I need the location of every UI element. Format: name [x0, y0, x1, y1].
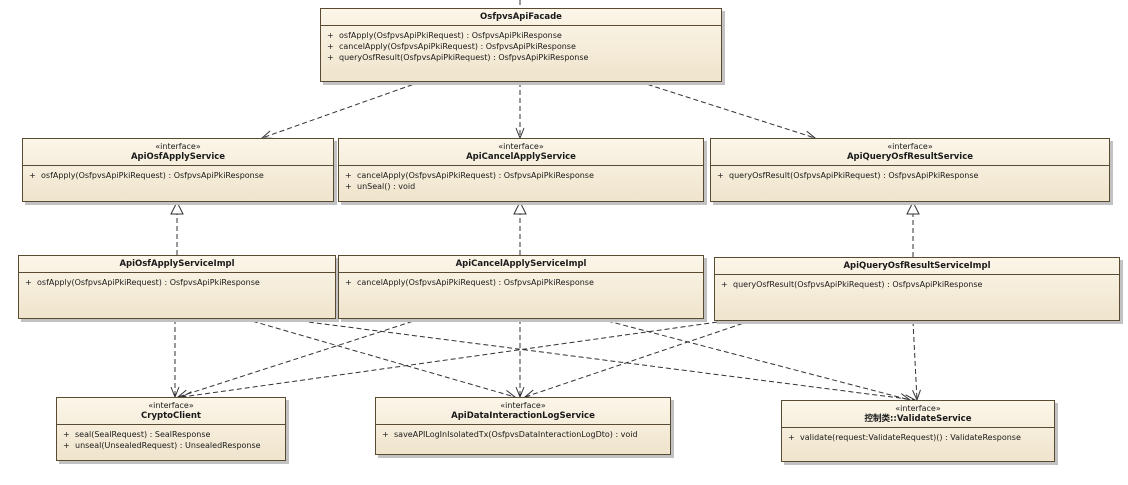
stereotype-label: «interface» — [155, 142, 201, 151]
dependency-query_impl-to-log — [525, 320, 751, 397]
operation-row: + unseal(UnsealedRequest) : UnsealedRespo… — [63, 440, 279, 451]
class-header: «interface»ApiCancelApplyService — [339, 139, 703, 166]
dependency-apply_impl-to-log — [244, 318, 515, 397]
class-name: ApiOsfApplyServiceImpl — [119, 259, 235, 269]
operations-compartment: + osfApply(OsfpvsApiPkiRequest) : OsfpvsA… — [321, 26, 721, 65]
class-osfpvs-api-facade[interactable]: OsfpvsApiFacade + osfApply(OsfpvsApiPkiReq… — [320, 8, 722, 82]
visibility-marker: + — [721, 280, 728, 289]
class-name: ApiDataInteractionLogService — [451, 411, 595, 421]
operation-signature: seal(SealRequest) : SealResponse — [75, 430, 211, 439]
class-api-query-osf-result-service-impl[interactable]: ApiQueryOsfResultServiceImpl + queryOsfRes… — [714, 257, 1120, 321]
operation-row: + saveAPILogInIsolatedTx(OsfpvsDataIntera… — [382, 429, 664, 440]
stereotype-label: «interface» — [500, 401, 546, 410]
class-api-osf-apply-service-impl[interactable]: ApiOsfApplyServiceImpl + osfApply(OsfpvsAp… — [18, 255, 336, 319]
dependency-query_impl-to-validate — [913, 320, 917, 400]
class-header: «interface»CryptoClient — [57, 398, 285, 425]
visibility-marker: + — [327, 31, 334, 40]
dependency-cancel_impl-to-validate — [599, 318, 910, 400]
visibility-marker: + — [327, 42, 334, 51]
class-header: «interface»ApiQueryOsfResultService — [711, 139, 1109, 166]
operation-signature: unSeal() : void — [357, 182, 416, 191]
visibility-marker: + — [345, 182, 352, 191]
operation-row: + queryOsfResult(OsfpvsApiPkiRequest) : O… — [327, 52, 715, 63]
operation-signature: osfApply(OsfpvsApiPkiRequest) : OsfpvsAp… — [37, 278, 260, 287]
class-name: ApiCancelApplyService — [466, 152, 576, 162]
interface-api-osf-apply-service[interactable]: «interface»ApiOsfApplyService + osfApply(O… — [22, 138, 334, 202]
visibility-marker: + — [63, 430, 70, 439]
operation-row: + osfApply(OsfpvsApiPkiRequest) : OsfpvsA… — [327, 30, 715, 41]
interface-api-data-interaction-log-service[interactable]: «interface»ApiDataInteractionLogService +… — [375, 397, 671, 455]
operation-row: + unSeal() : void — [345, 181, 697, 192]
class-name: ApiCancelApplyServiceImpl — [455, 259, 587, 269]
operation-signature: validate(request:ValidateRequest)() : Va… — [800, 433, 1021, 442]
class-name: ApiQueryOsfResultService — [846, 152, 974, 162]
class-header: «interface»控制类::ValidateService — [782, 401, 1054, 428]
visibility-marker: + — [25, 278, 32, 287]
class-name: ApiQueryOsfResultServiceImpl — [843, 261, 991, 271]
operations-compartment: + queryOsfResult(OsfpvsApiPkiRequest) : O… — [715, 275, 1119, 292]
dependency-apply_impl-to-validate — [284, 318, 915, 400]
operations-compartment: + osfApply(OsfpvsApiPkiRequest) : OsfpvsA… — [19, 273, 335, 290]
class-header: «interface»ApiOsfApplyService — [23, 139, 333, 166]
class-name: ApiOsfApplyService — [130, 152, 226, 162]
class-header: ApiOsfApplyServiceImpl — [19, 256, 335, 273]
visibility-marker: + — [717, 171, 724, 180]
operation-signature: queryOsfResult(OsfpvsApiPkiRequest) : Os… — [339, 53, 589, 62]
operations-compartment: + osfApply(OsfpvsApiPkiRequest) : OsfpvsA… — [23, 166, 333, 183]
interface-api-cancel-apply-service[interactable]: «interface»ApiCancelApplyService + cancelA… — [338, 138, 704, 202]
operations-compartment: + saveAPILogInIsolatedTx(OsfpvsDataIntera… — [376, 425, 670, 442]
operations-compartment: + cancelApply(OsfpvsApiPkiRequest) : Osfp… — [339, 166, 703, 194]
dependency-facade-to-apply_if — [262, 81, 421, 138]
visibility-marker: + — [382, 430, 389, 439]
visibility-marker: + — [29, 171, 36, 180]
operation-row: + osfApply(OsfpvsApiPkiRequest) : OsfpvsA… — [25, 277, 329, 288]
interface-crypto-client[interactable]: «interface»CryptoClient + seal(SealRequest… — [56, 397, 286, 461]
operation-row: + osfApply(OsfpvsApiPkiRequest) : OsfpvsA… — [29, 170, 327, 181]
class-name: CryptoClient — [141, 411, 201, 421]
operation-row: + validate(request:ValidateRequest)() : V… — [788, 432, 1048, 443]
class-name: OsfpvsApiFacade — [480, 12, 562, 22]
dependency-facade-to-query_if — [639, 81, 815, 138]
stereotype-label: «interface» — [887, 142, 933, 151]
operation-row: + seal(SealRequest) : SealResponse — [63, 429, 279, 440]
operation-signature: cancelApply(OsfpvsApiPkiRequest) : Osfpv… — [357, 278, 594, 287]
stereotype-label: «interface» — [148, 401, 194, 410]
interface-api-query-osf-result-service[interactable]: «interface»ApiQueryOsfResultService + quer… — [710, 138, 1110, 202]
operations-compartment: + queryOsfResult(OsfpvsApiPkiRequest) : O… — [711, 166, 1109, 183]
operation-signature: queryOsfResult(OsfpvsApiPkiRequest) : Os… — [729, 171, 979, 180]
class-api-cancel-apply-service-impl[interactable]: ApiCancelApplyServiceImpl + cancelApply(Os… — [338, 255, 704, 319]
operations-compartment: + seal(SealRequest) : SealResponse + unseal… — [57, 425, 285, 453]
dependency-cancel_impl-to-crypto — [178, 318, 421, 397]
operation-row: + queryOsfResult(OsfpvsApiPkiRequest) : O… — [721, 279, 1113, 290]
operation-row: + cancelApply(OsfpvsApiPkiRequest) : Osfp… — [345, 277, 697, 288]
operation-row: + cancelApply(OsfpvsApiPkiRequest) : Osfp… — [327, 41, 715, 52]
operation-row: + cancelApply(OsfpvsApiPkiRequest) : Osfp… — [345, 170, 697, 181]
operation-signature: cancelApply(OsfpvsApiPkiRequest) : Osfpv… — [357, 171, 594, 180]
visibility-marker: + — [63, 441, 70, 450]
dependency-query_impl-to-crypto — [182, 320, 726, 397]
class-header: ApiCancelApplyServiceImpl — [339, 256, 703, 273]
visibility-marker: + — [345, 278, 352, 287]
class-name: 控制类::ValidateService — [864, 414, 972, 424]
operations-compartment: + cancelApply(OsfpvsApiPkiRequest) : Osfp… — [339, 273, 703, 290]
visibility-marker: + — [327, 53, 334, 62]
operation-signature: cancelApply(OsfpvsApiPkiRequest) : Osfpv… — [339, 42, 576, 51]
operation-signature: queryOsfResult(OsfpvsApiPkiRequest) : Os… — [733, 280, 983, 289]
interface-validate-service[interactable]: «interface»控制类::ValidateService+ validate… — [781, 400, 1055, 462]
stereotype-label: «interface» — [498, 142, 544, 151]
operation-signature: osfApply(OsfpvsApiPkiRequest) : OsfpvsAp… — [41, 171, 264, 180]
class-header: OsfpvsApiFacade — [321, 9, 721, 26]
operations-compartment: + validate(request:ValidateRequest)() : V… — [782, 428, 1054, 445]
stereotype-label: «interface» — [895, 404, 941, 413]
class-header: ApiQueryOsfResultServiceImpl — [715, 258, 1119, 275]
visibility-marker: + — [788, 433, 795, 442]
visibility-marker: + — [345, 171, 352, 180]
operation-signature: osfApply(OsfpvsApiPkiRequest) : OsfpvsAp… — [339, 31, 562, 40]
operation-signature: unseal(UnsealedRequest) : UnsealedRespon… — [75, 441, 261, 450]
operation-signature: saveAPILogInIsolatedTx(OsfpvsDataInterac… — [394, 430, 638, 439]
class-header: «interface»ApiDataInteractionLogService — [376, 398, 670, 425]
operation-row: + queryOsfResult(OsfpvsApiPkiRequest) : O… — [717, 170, 1103, 181]
